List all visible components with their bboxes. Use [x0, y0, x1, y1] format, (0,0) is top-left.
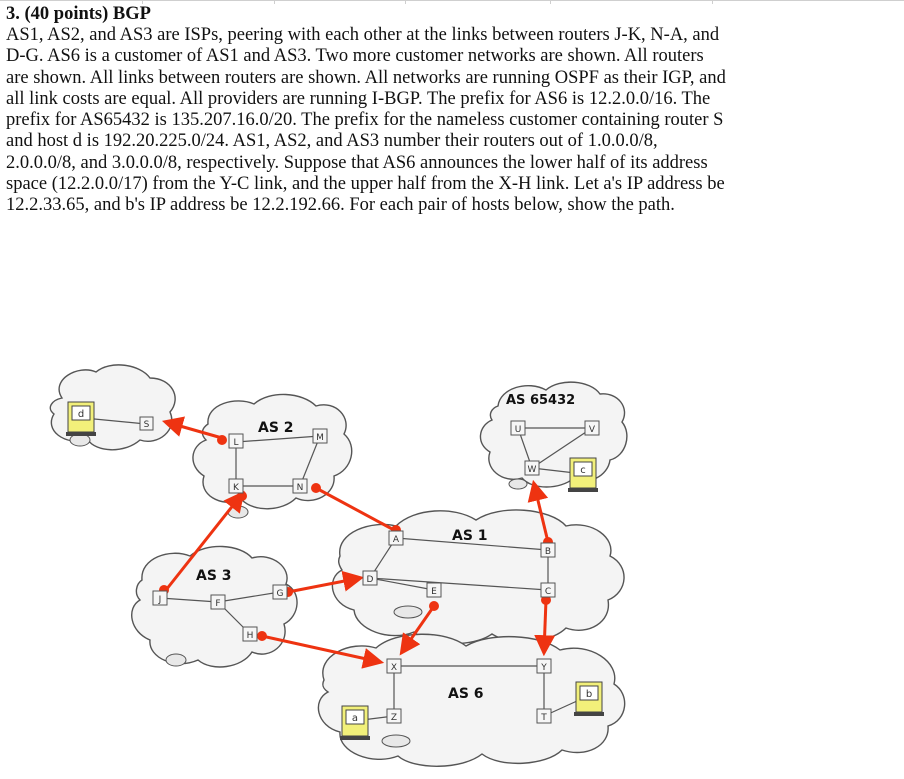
table-tick — [274, 0, 275, 4]
router-label: H — [247, 631, 254, 641]
arrow-G-D — [287, 570, 365, 594]
table-tick — [142, 0, 143, 4]
router-label: D — [367, 575, 374, 585]
host-d: d — [66, 401, 96, 436]
cloud-as2 — [192, 393, 353, 510]
host-label: c — [580, 465, 586, 476]
router-G: G — [272, 584, 288, 600]
arrow-dot — [311, 483, 321, 493]
table-tick — [550, 0, 551, 4]
router-label: W — [528, 465, 537, 475]
router-K: K — [228, 478, 244, 494]
router-C: C — [540, 582, 556, 598]
arrow-K-J — [164, 490, 245, 591]
link-M-N — [299, 435, 321, 487]
router-label: E — [431, 587, 437, 597]
router-label: S — [144, 420, 150, 430]
router-label: Y — [540, 663, 547, 673]
router-label: T — [540, 713, 547, 723]
network-disk — [508, 478, 528, 490]
router-M: M — [312, 428, 328, 444]
router-label: B — [545, 547, 551, 557]
link-D-E — [369, 577, 435, 591]
arrow-B-W — [527, 479, 550, 543]
table-tick — [405, 0, 406, 4]
as6-label: AS 6 — [448, 686, 484, 702]
router-Y: Y — [536, 658, 552, 674]
host-c: c — [568, 457, 598, 492]
arrow-N-A — [315, 486, 395, 532]
router-label: L — [233, 438, 238, 448]
link-F-G — [217, 591, 281, 603]
router-X: X — [386, 658, 402, 674]
host-label: b — [586, 689, 592, 700]
router-label: Z — [391, 713, 397, 723]
arrow-dot — [217, 435, 227, 445]
router-label: U — [515, 425, 522, 435]
router-J: J — [152, 590, 168, 606]
question-body: AS1, AS2, and AS3 are ISPs, peering with… — [6, 25, 726, 216]
host-a: a — [340, 705, 370, 740]
router-N: N — [292, 478, 308, 494]
link-L-M — [235, 435, 321, 443]
network-disk — [393, 605, 423, 619]
router-A: A — [388, 530, 404, 546]
router-label: J — [158, 595, 162, 605]
table-tick — [712, 0, 713, 4]
network-diagram: S L M K N U V W A B D C E J F G H X Y Z … — [49, 364, 628, 767]
host-label: a — [352, 713, 358, 724]
link-A-B — [395, 537, 549, 551]
question-title: 3. (40 points) BGP — [6, 4, 151, 24]
page-top-rule — [0, 0, 904, 1]
arrow-E-X — [399, 605, 436, 656]
arrow-L-to-S — [161, 416, 223, 440]
arrow-dot — [257, 631, 267, 641]
router-label: C — [545, 587, 551, 597]
router-label: V — [589, 425, 596, 435]
as2-label: AS 2 — [258, 420, 294, 436]
arrow-H-X — [261, 634, 385, 669]
network-disk — [381, 734, 411, 748]
router-T: T — [536, 708, 552, 724]
host-label: d — [78, 409, 84, 420]
router-label: K — [233, 483, 240, 493]
router-F: F — [210, 594, 226, 610]
link-D-C — [369, 577, 549, 591]
router-H: H — [242, 626, 258, 642]
as1-label: AS 1 — [452, 528, 488, 544]
network-disk — [165, 653, 187, 667]
router-S: S — [139, 416, 154, 431]
router-U: U — [510, 420, 526, 436]
as3-label: AS 3 — [196, 568, 232, 584]
router-label: N — [297, 483, 304, 493]
router-V: V — [584, 420, 600, 436]
link-V-W — [531, 427, 593, 469]
arrow-C-Y — [534, 599, 556, 657]
router-B: B — [540, 542, 556, 558]
arrow-dot — [429, 601, 439, 611]
router-label: A — [393, 535, 400, 545]
router-label: X — [391, 663, 397, 673]
router-label: F — [215, 599, 220, 609]
as65432-label: AS 65432 — [506, 393, 575, 408]
router-E: E — [426, 582, 442, 598]
router-label: M — [316, 433, 324, 443]
question-block: 3. (40 points) BGP AS1, AS2, and AS3 are… — [6, 3, 898, 217]
router-W: W — [524, 460, 540, 476]
router-D: D — [362, 570, 378, 586]
host-b: b — [574, 681, 604, 716]
router-label: G — [277, 589, 284, 599]
router-L: L — [228, 433, 244, 449]
router-Z: Z — [386, 708, 402, 724]
link-J-F — [159, 597, 219, 603]
